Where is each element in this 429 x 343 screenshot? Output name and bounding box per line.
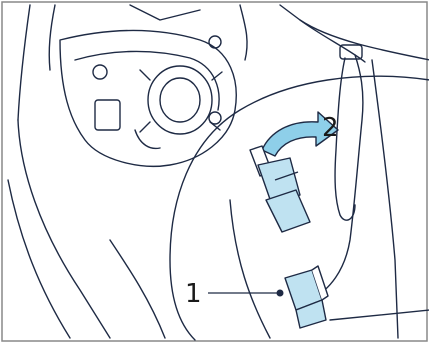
adjuster-bracket xyxy=(95,100,120,130)
mount-bolt xyxy=(209,112,221,124)
mount-bolt xyxy=(209,36,221,48)
body-panel-line xyxy=(130,5,200,20)
body-panel-line xyxy=(49,5,55,70)
fender-curve xyxy=(280,5,429,60)
body-panel-line xyxy=(240,5,247,60)
fender-line xyxy=(230,200,270,338)
callout-2-label: 2 xyxy=(322,113,339,143)
electrical-connector xyxy=(285,266,328,328)
housing-rim xyxy=(75,51,219,110)
outer-border xyxy=(2,2,427,341)
socket-tabs xyxy=(140,70,222,132)
socket-ring-inner xyxy=(160,78,200,122)
socket-ring-outer xyxy=(148,66,212,134)
callout-1-dot xyxy=(277,290,284,297)
bracket-line xyxy=(135,130,160,148)
fender-line xyxy=(330,310,429,320)
wiring-harness xyxy=(372,60,398,338)
body-panel-line xyxy=(18,120,110,338)
body-panel-line xyxy=(18,5,30,120)
wiring-harness xyxy=(310,55,363,300)
fender-line xyxy=(110,240,165,338)
callout-1-label: 1 xyxy=(185,279,202,309)
headlamp-bulb xyxy=(250,146,310,232)
mount-bolt xyxy=(93,65,107,79)
